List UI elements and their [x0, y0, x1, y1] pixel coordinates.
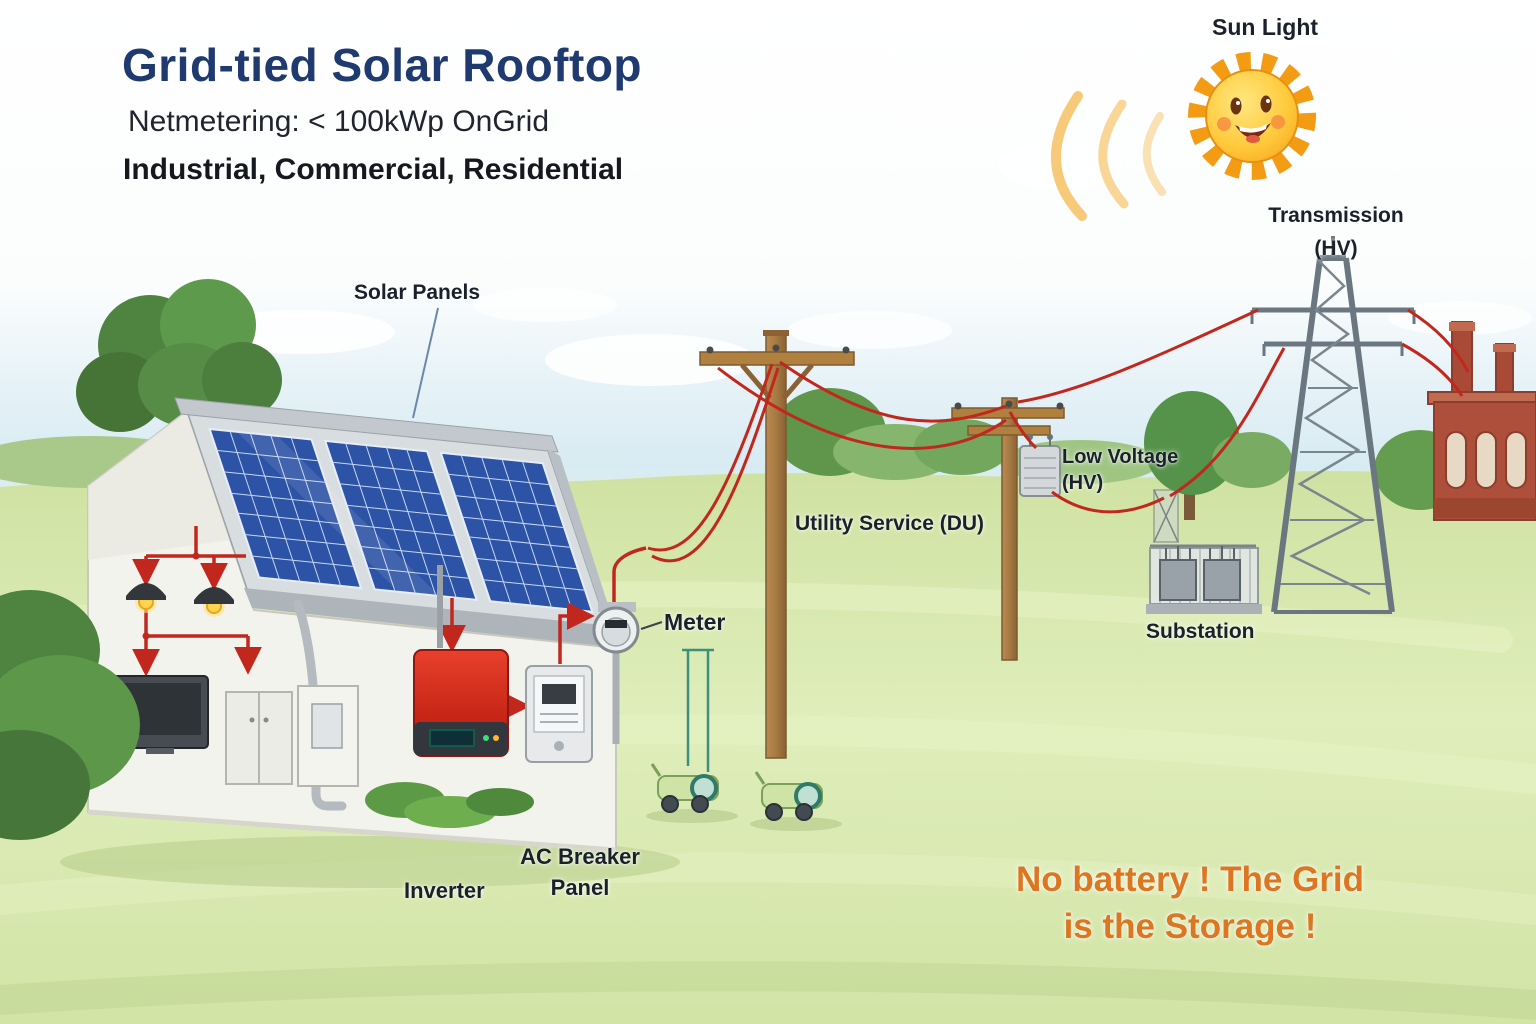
transformer-icon: [1019, 434, 1061, 497]
solar-panel: [325, 441, 477, 600]
solar-panel: [441, 453, 593, 612]
label-low-voltage: Low Voltage (HV): [1062, 444, 1178, 496]
tagline: No battery ! The Grid is the Storage !: [950, 856, 1430, 951]
label-meter: Meter: [664, 609, 726, 635]
solar-panels-pointer: [412, 307, 439, 419]
substation-icon: [1146, 489, 1262, 614]
label-utility-service: Utility Service (DU): [795, 512, 985, 535]
machine-icon: [646, 763, 738, 823]
label-sun-light: Sun Light: [1212, 14, 1319, 40]
label-ac-breaker-line1: AC Breaker: [520, 844, 640, 869]
machine-icon: [750, 771, 842, 831]
label-transmission-line2: (HV): [1314, 236, 1358, 260]
tagline-line1: No battery ! The Grid: [1015, 860, 1365, 899]
breaker-panel-icon: [525, 665, 593, 763]
utility-pole-2: [951, 397, 1065, 661]
subtitle-netmetering: Netmetering: < 100kWp OnGrid: [128, 105, 550, 138]
subtitle-segments: Industrial, Commercial, Residential: [123, 153, 624, 186]
tagline-line2: is the Storage !: [1063, 907, 1317, 947]
transmission-tower: [1250, 236, 1416, 614]
house-wiring: [132, 526, 647, 720]
solar-panel: [210, 429, 362, 588]
label-solar-panels: Solar Panels: [354, 281, 481, 304]
label-low-voltage-line1: Low Voltage: [1062, 446, 1179, 468]
meter-pointer-lines: [682, 648, 714, 772]
sun-icon: [1188, 52, 1316, 180]
house-shadow: [60, 836, 680, 888]
factory-icon: [1427, 321, 1536, 521]
wall-lamp-icon: [126, 583, 166, 613]
utility-pole-1: [699, 330, 855, 759]
label-substation: Substation: [1146, 620, 1255, 643]
appliance-icon: [225, 691, 293, 785]
plants: [0, 590, 534, 840]
meter-icon: [592, 602, 640, 744]
label-ac-breaker-line2: Panel: [550, 874, 610, 900]
solar-panel-array: [210, 429, 593, 612]
appliance-icon: [297, 685, 359, 787]
meter-pointer: [640, 621, 663, 630]
power-lines: [647, 308, 1470, 563]
label-transmission-line1: Transmission: [1268, 204, 1404, 227]
wall-lamp-icon: [194, 587, 234, 617]
inverter-icon: [413, 649, 509, 757]
sun-rays-swoosh: [1051, 91, 1166, 221]
label-low-voltage-line2: (HV): [1062, 472, 1104, 494]
page-title: Grid-tied Solar Rooftop: [122, 39, 643, 91]
label-transmission: Transmission (HV): [1246, 200, 1426, 265]
label-ac-breaker: AC Breaker Panel: [495, 842, 665, 904]
label-inverter: Inverter: [404, 878, 485, 903]
